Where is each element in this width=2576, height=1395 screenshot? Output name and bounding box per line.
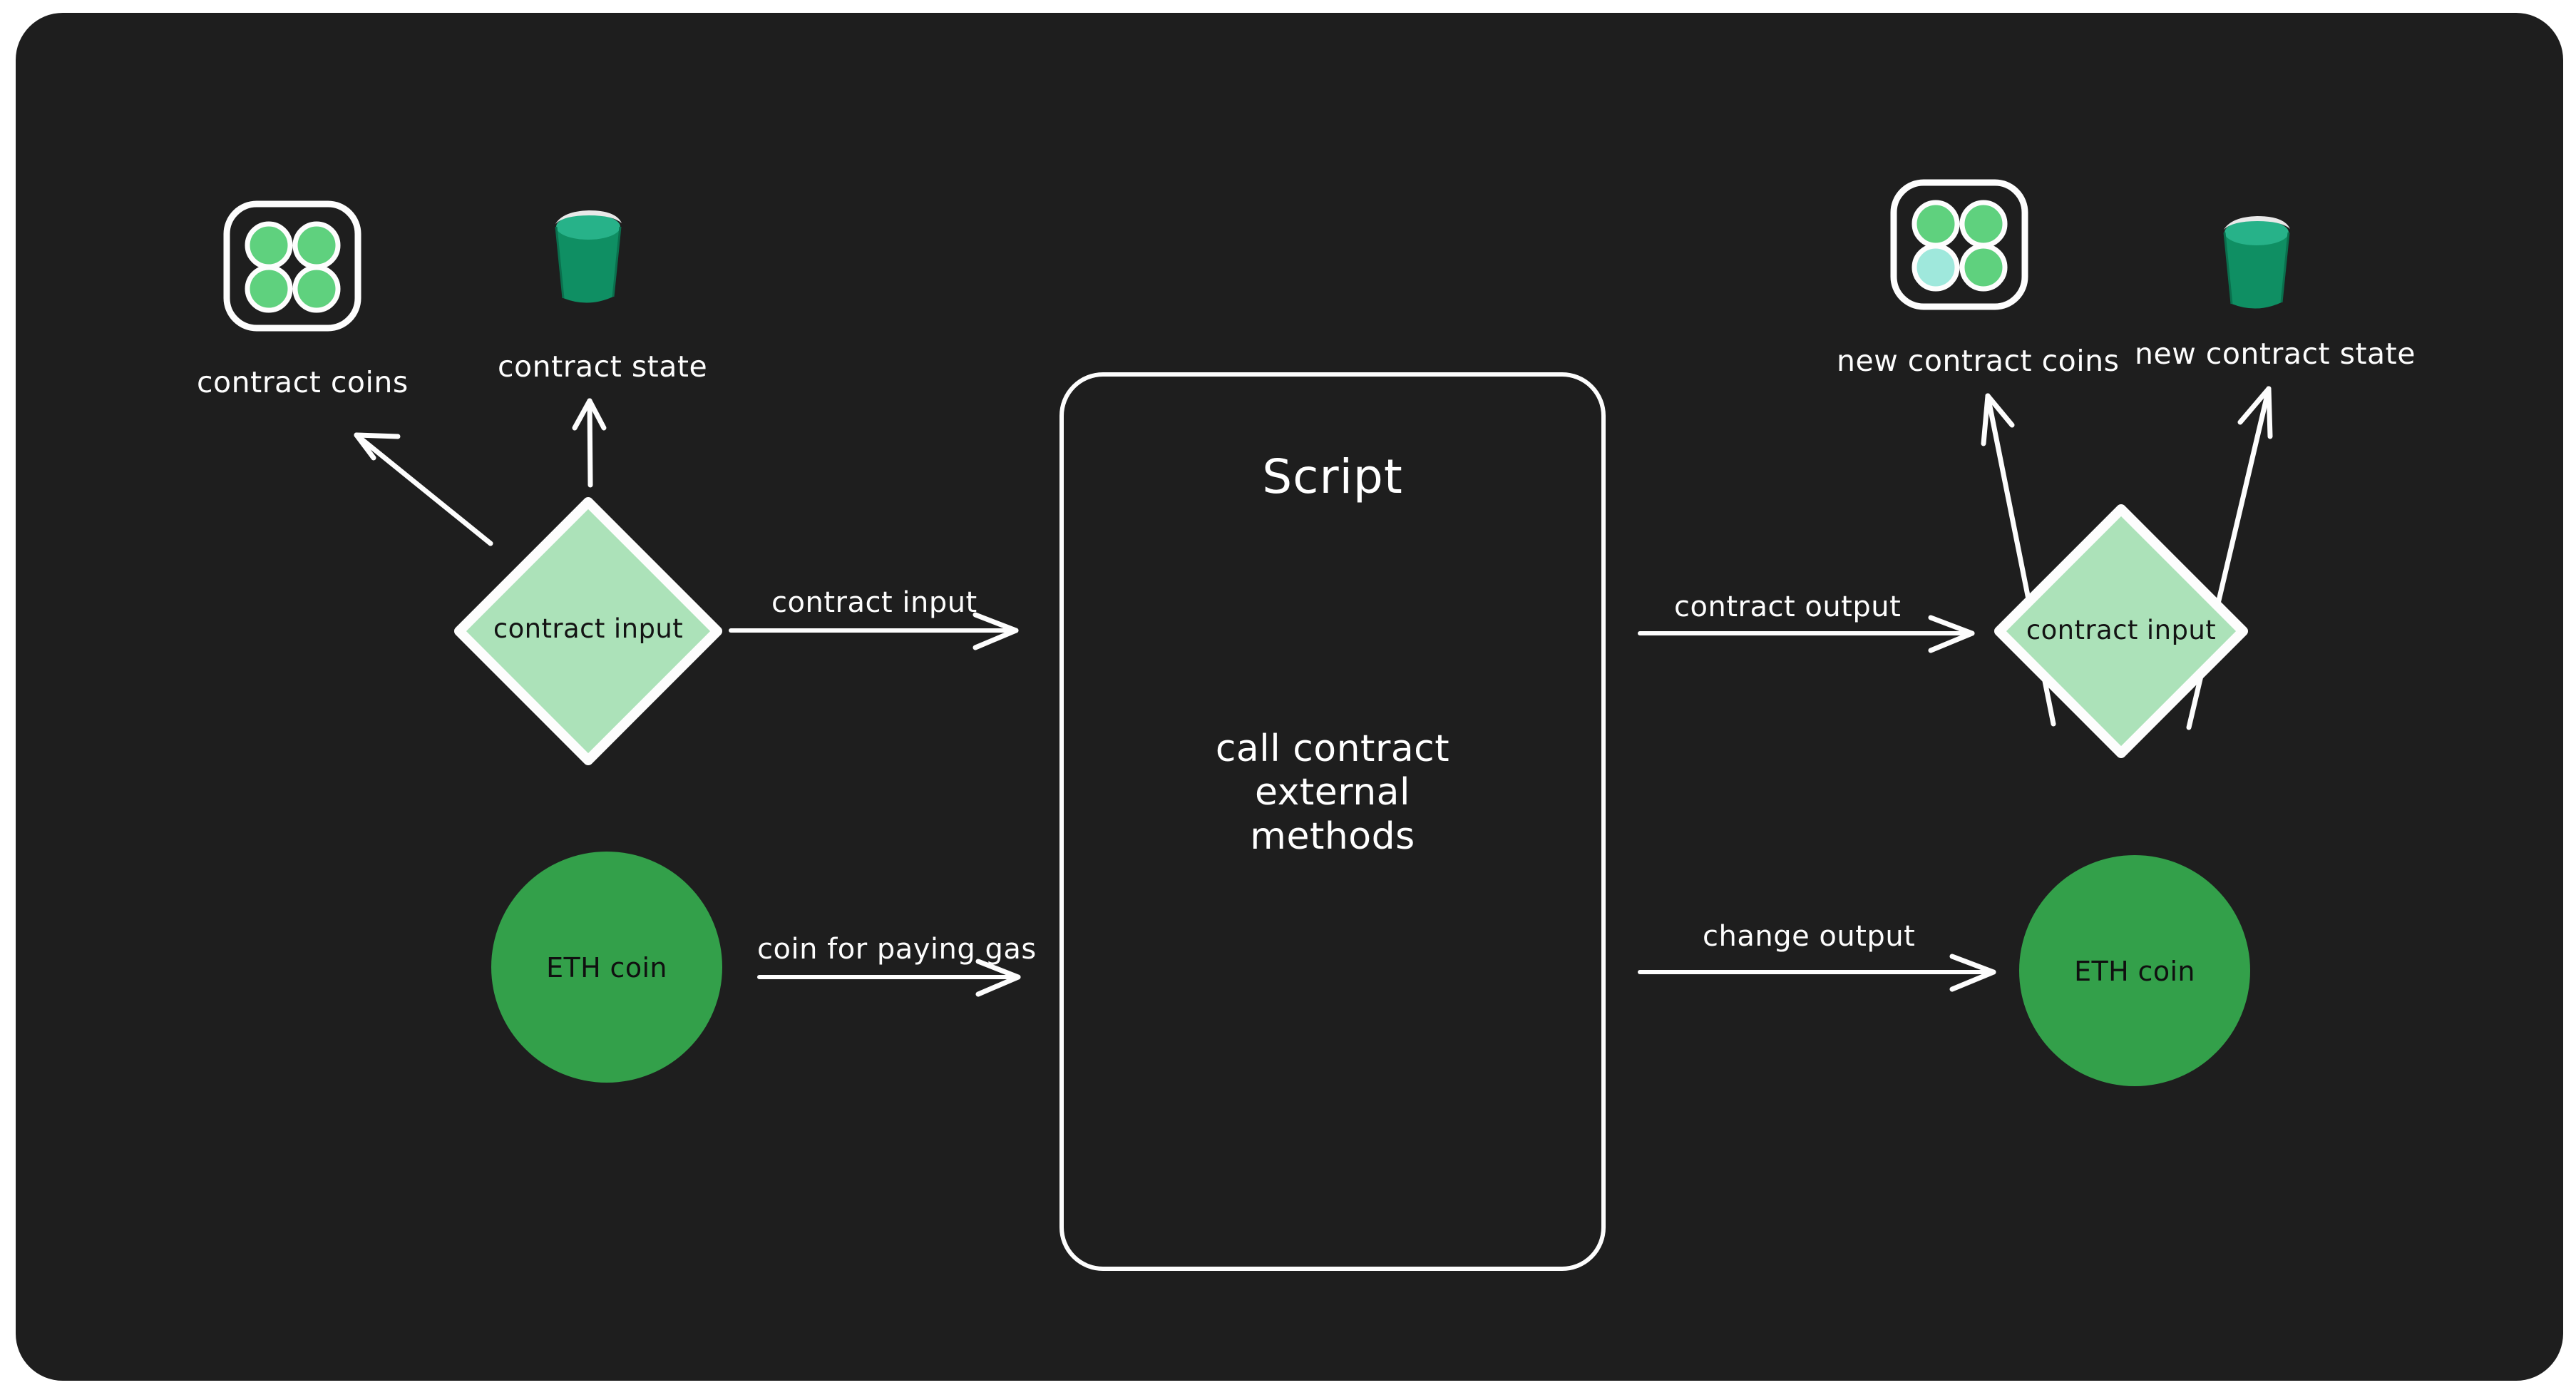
- eth-coin-circle: [2019, 855, 2250, 1086]
- edge-label-change-output: change output: [1703, 920, 1916, 953]
- bucket-icon: [2223, 216, 2290, 309]
- bucket-icon: [555, 210, 622, 303]
- arrow-change-output: [1638, 954, 1996, 992]
- new-contract-state-label: new contract state: [2135, 337, 2416, 371]
- edge-label-contract-input: contract input: [771, 586, 977, 619]
- new-contract-coins-label: new contract coins: [1837, 344, 2120, 378]
- arrow-contract-input: [729, 612, 1019, 650]
- contract-input-left-label: contract input: [493, 613, 684, 644]
- arrow-to-contract-state: [572, 398, 607, 488]
- eth-coin-left-node[interactable]: ETH coin: [488, 849, 725, 1085]
- script-body-line-3: methods: [1250, 814, 1415, 858]
- script-box-outline: [1059, 372, 1606, 1271]
- four-coins-box-icon: [223, 200, 361, 332]
- edge-label-contract-output: contract output: [1674, 591, 1902, 623]
- eth-coin-circle: [491, 852, 722, 1083]
- contract-coins-label: contract coins: [197, 365, 409, 399]
- contract-coins-node[interactable]: [221, 198, 364, 334]
- eth-coin-left-label: ETH coin: [546, 952, 667, 983]
- contract-state-node[interactable]: [542, 200, 635, 314]
- contract-state-label: contract state: [498, 349, 708, 384]
- script-body-line-1: call contract: [1215, 727, 1450, 770]
- eth-coin-right-label: ETH coin: [2074, 956, 2195, 987]
- script-title: Script: [1262, 449, 1403, 504]
- contract-input-right-node[interactable]: contract input: [1989, 499, 2253, 763]
- diamond-shape: [1994, 504, 2248, 758]
- arrow-coin-for-paying-gas: [757, 959, 1021, 997]
- new-contract-coins-node[interactable]: [1888, 177, 2031, 312]
- contract-input-left-node[interactable]: contract input: [449, 492, 727, 770]
- four-coins-box-icon: [1890, 179, 2028, 310]
- script-box[interactable]: Script call contract external methods: [1058, 371, 1607, 1272]
- contract-input-right-label: contract input: [2026, 615, 2217, 645]
- edge-label-coin-for-paying-gas: coin for paying gas: [757, 933, 1037, 966]
- eth-coin-right-node[interactable]: ETH coin: [2016, 852, 2253, 1089]
- script-body: call contract external methods: [1058, 727, 1607, 859]
- diamond-shape: [454, 497, 722, 765]
- new-contract-state-node[interactable]: [2210, 205, 2303, 320]
- script-body-line-2: external: [1255, 771, 1410, 814]
